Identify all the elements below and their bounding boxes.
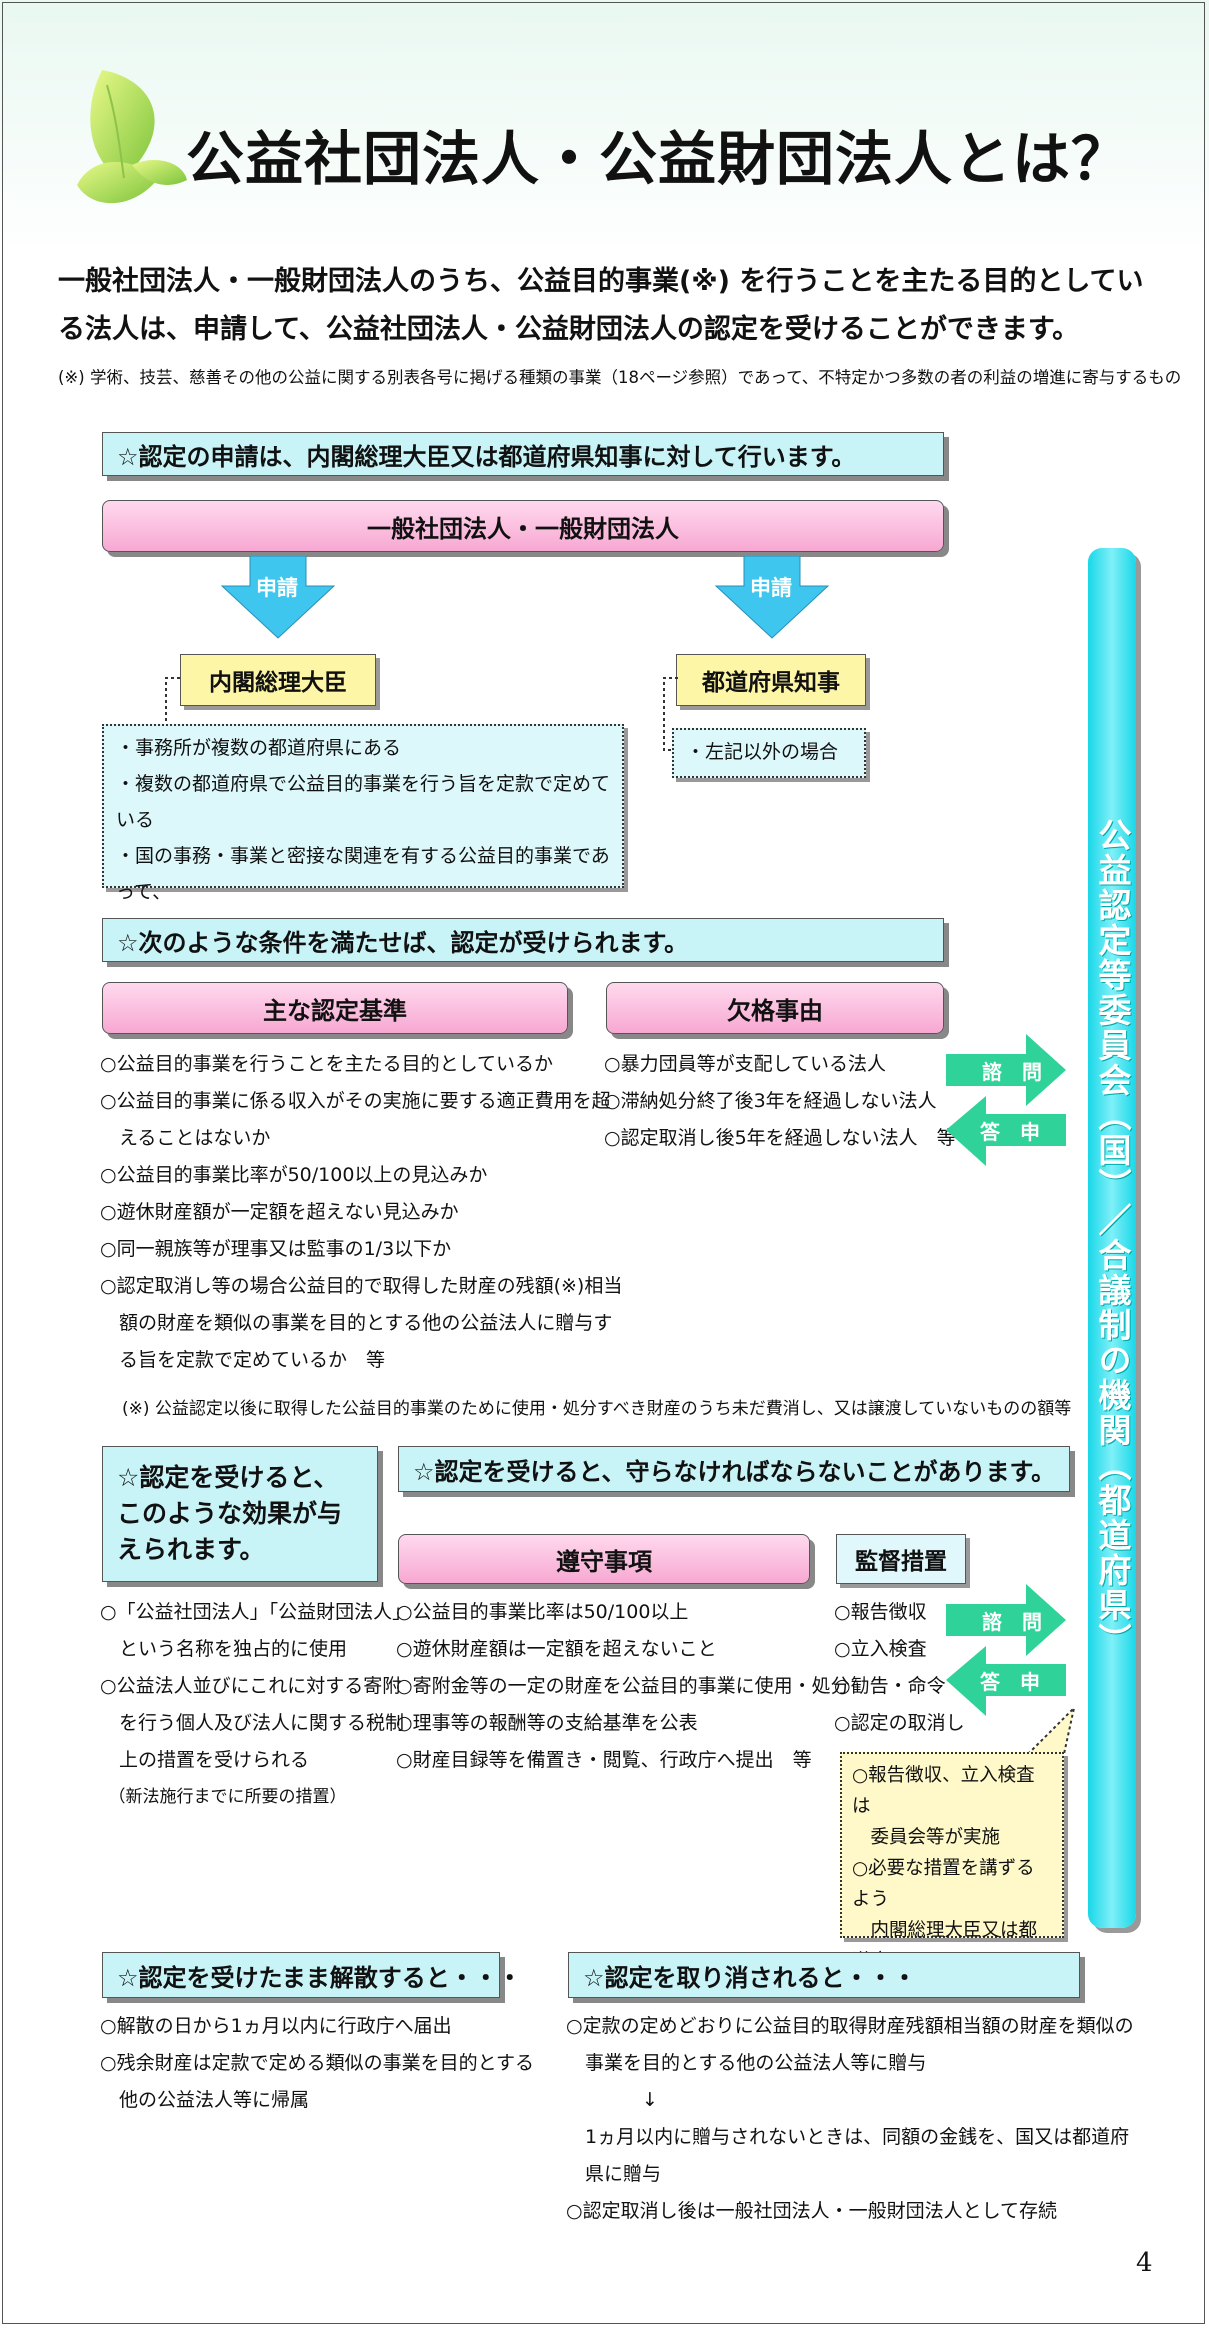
effect-item: ○公益法人並びにこれに対する寄附 [100,1675,402,1697]
effect-item: という名称を独占的に使用 [100,1638,348,1660]
dissolve-header: ☆認定を受けたまま解散すると・・・ [102,1952,522,1998]
criteria-item: ○公益目的事業を行うことを主たる目的としているか [100,1053,554,1075]
compliance-list: ○公益目的事業比率は50/100以上 ○遊休財産額は一定額を超えないこと ○寄附… [396,1594,850,1779]
criteria-item: ○認定取消し等の場合公益目的で取得した財産の残額(※)相当 [100,1275,623,1297]
compliance-title: 遵守事項 [398,1534,810,1584]
dissolve-item: ○残余財産は定款で定める類似の事業を目的とする [100,2052,535,2074]
criteria-item: ○同一親族等が理事又は監事の1/3以下か [100,1238,452,1260]
pm-conditions: ・事務所が複数の都道府県にある ・複数の都道府県で公益目的事業を行う旨を定款で定… [102,724,624,939]
report-label-2: 答 申 [980,1670,1040,1694]
supervision-bubble: ○報告徴収、立入検査は 委員会等が実施 ○必要な措置を講ずるよう 内閣総理大臣又… [840,1752,1064,2003]
effect-item: ○「公益社団法人」「公益財団法人」 [100,1601,412,1623]
entity-bar: 一般社団法人・一般財団法人 [102,500,944,552]
revoke-list: ○定款の定めどおりに公益目的取得財産残額相当額の財産を類似の 事業を目的とする他… [566,2008,1134,2230]
revoke-item: 県に贈与 [566,2163,662,2185]
pm-condition: ・事務所が複数の都道府県にある [116,737,402,759]
dissolve-item: ○解散の日から1ヵ月以内に行政庁へ届出 [100,2015,452,2037]
revoke-item: ○認定取消し後は一般社団法人・一般財団法人として存続 [566,2200,1058,2222]
disqualification-item: ○暴力団員等が支配している法人 [604,1053,887,1075]
criteria-item: ○公益目的事業に係る収入がその実施に要する適正費用を超 [100,1090,611,1112]
governor-label: 都道府県知事 [676,654,866,706]
consult-label-2: 諮 問 [982,1610,1042,1634]
pm-condition: ・複数の都道府県で公益目的事業を行う旨を定款で定めている [116,773,611,831]
criteria-list: ○公益目的事業を行うことを主たる目的としているか ○公益目的事業に係る収入がその… [100,1046,623,1379]
footnote: (※) 学術、技芸、慈善その他の公益に関する別表各号に掲げる種類の事業（18ペー… [58,368,1182,387]
criteria-item: ○公益目的事業比率が50/100以上の見込みか [100,1164,488,1186]
sidebar-label: 公益認定等委員会（国）／合議制の機関（都道府県） [1093,818,1132,1658]
obligation-header: ☆認定を受けると、守らなければならないことがあります。 [398,1446,1070,1492]
revoke-header: ☆認定を取り消されると・・・ [568,1952,1080,1998]
supervision-item: ○立入検査 [834,1638,927,1660]
criteria-item: ○遊休財産額が一定額を超えない見込みか [100,1201,459,1223]
disqualification-item: ○滞納処分終了後3年を経過しない法人 [604,1090,937,1112]
criteria-title: 主な認定基準 [102,982,568,1034]
revoke-arrow: ↓ [642,2089,658,2111]
compliance-item: ○財産目録等を備置き・閲覧、行政庁へ提出 等 [396,1749,812,1771]
criteria-item: 額の財産を類似の事業を目的とする他の公益法人に贈与す [100,1312,613,1334]
supervision-item: ○勧告・命令 [834,1675,946,1697]
intro-paragraph: 一般社団法人・一般財団法人のうち、公益目的事業(※) を行うことを主たる目的とし… [58,266,1144,345]
committee-sidebar: 公益認定等委員会（国）／合議制の機関（都道府県） [1088,548,1136,1928]
bubble-line: ○報告徴収、立入検査は [852,1765,1035,1817]
bubble-line: ○必要な措置を講ずるよう [852,1858,1035,1910]
revoke-item: 1ヵ月以内に贈与されないときは、同額の金銭を、国又は都道府 [566,2126,1130,2148]
effect-header: ☆認定を受けると、このような効果が与えられます。 [102,1446,378,1582]
dissolve-item: 他の公益法人等に帰属 [100,2089,310,2111]
gov-connector [663,677,678,751]
bubble-line: 委員会等が実施 [852,1827,1001,1848]
consult-report-arrows-2-icon [946,1584,1066,1716]
revoke-item: ○定款の定めどおりに公益目的取得財産残額相当額の財産を類似の [566,2015,1134,2037]
effect-list: ○「公益社団法人」「公益財団法人」 という名称を独占的に使用 ○公益法人並びにこ… [100,1594,412,1816]
effect-item: 上の措置を受けられる [100,1749,310,1771]
apply-label-right: 申請 [750,576,792,600]
compliance-item: ○公益目的事業比率は50/100以上 [396,1601,689,1623]
apply-arrow-left-icon [220,556,336,639]
supervision-title: 監督措置 [836,1534,966,1584]
conditions-header: ☆次のような条件を満たせば、認定が受けられます。 [102,918,944,962]
bubble-pointer [1025,1706,1076,1755]
apply-arrow-right-icon [714,556,830,639]
criteria-item: る旨を定款で定めているか 等 [100,1349,386,1371]
consult-label: 諮 問 [982,1060,1042,1084]
supervision-item: ○報告徴収 [834,1601,927,1623]
revoke-item: 事業を目的とする他の公益法人等に贈与 [566,2052,927,2074]
consult-report-arrows-icon [946,1034,1066,1166]
page-number: 4 [1136,2248,1153,2278]
apply-label-left: 申請 [256,576,298,600]
criteria-item: えることはないか [100,1127,271,1149]
report-label: 答 申 [980,1120,1040,1144]
compliance-item: ○遊休財産額は一定額を超えないこと [396,1638,717,1660]
pm-condition: ・国の事務・事業と密接な関連を有する公益目的事業であって、 [116,845,610,903]
page-title: 公益社団法人・公益財団法人とは？ [186,125,1131,193]
pm-label: 内閣総理大臣 [180,654,376,706]
gov-conditions: ・左記以外の場合 [672,728,866,778]
compliance-item: ○寄附金等の一定の財産を公益目的事業に使用・処分 [396,1675,850,1697]
supervision-item: ○認定の取消し [834,1712,965,1734]
supervision-list: ○報告徴収 ○立入検査 ○勧告・命令 ○認定の取消し [834,1594,965,1742]
effect-item: （新法施行までに所要の措置） [100,1787,347,1807]
disqualification-title: 欠格事由 [606,982,944,1034]
dissolve-list: ○解散の日から1ヵ月以内に行政庁へ届出 ○残余財産は定款で定める類似の事業を目的… [100,2008,540,2119]
leaf-logo-icon [77,70,187,204]
compliance-item: ○理事等の報酬等の支給基準を公表 [396,1712,698,1734]
effect-item: を行う個人及び法人に関する税制 [100,1712,405,1734]
gov-condition: ・左記以外の場合 [686,741,839,763]
application-header: ☆認定の申請は、内閣総理大臣又は都道府県知事に対して行います。 [102,432,944,476]
disqualification-item: ○認定取消し後5年を経過しない法人 等 [604,1127,956,1149]
criteria-footnote: (※) 公益認定以後に取得した公益目的事業のために使用・処分すべき財産のうち未だ… [122,1399,1072,1419]
disqualification-list: ○暴力団員等が支配している法人 ○滞納処分終了後3年を経過しない法人 ○認定取消… [604,1046,956,1157]
